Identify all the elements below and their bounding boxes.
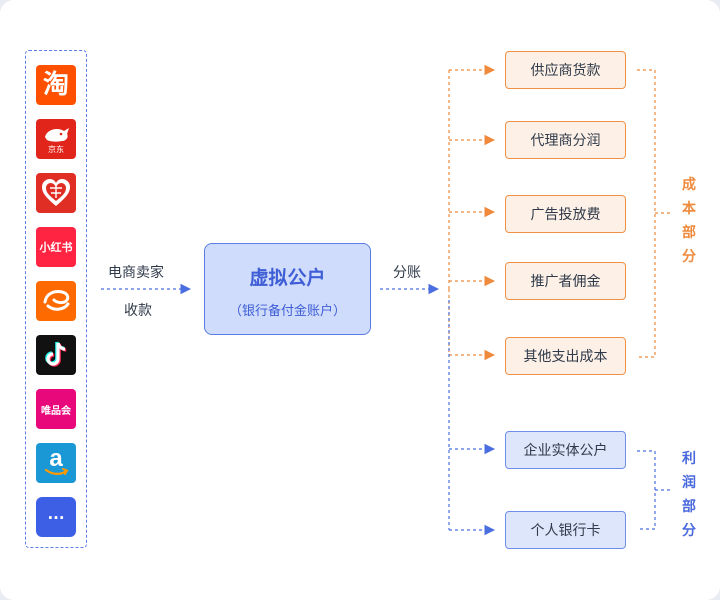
- amazon-logo: a: [36, 443, 76, 483]
- virtual-account-node: 虚拟公户 （银行备付金账户）: [204, 243, 371, 335]
- profit-node-corporate: 企业实体公户: [505, 431, 626, 469]
- cost-node-ads: 广告投放费: [505, 195, 626, 233]
- cost-node-supplier: 供应商货款: [505, 51, 626, 89]
- douyin-note-icon: [45, 341, 67, 367]
- cost-node-agent: 代理商分润: [505, 121, 626, 159]
- douyin-logo: [36, 335, 76, 375]
- pinduoduo-heart-icon: [42, 179, 70, 206]
- vipshop-logo: 唯品会: [36, 389, 76, 429]
- taobao-logo: 淘: [36, 65, 76, 105]
- collect-label-bottom: 收款: [124, 303, 152, 319]
- cost-node-promoter: 推广者佣金: [505, 262, 626, 300]
- profit-group-label: 利 润 部 分: [682, 451, 696, 539]
- pinduoduo-logo: [36, 173, 76, 213]
- virtual-account-title: 虚拟公户: [249, 267, 326, 289]
- amazon-smile-icon: [44, 468, 69, 475]
- virtual-account-subtitle: （银行备付金账户）: [228, 304, 346, 319]
- jd-dog-icon: [45, 128, 69, 142]
- cost-node-other: 其他支出成本: [505, 337, 626, 375]
- alibaba-smile-icon: [43, 290, 70, 311]
- jd-logo: 京东: [36, 119, 76, 159]
- collect-label-top: 电商卖家: [108, 265, 164, 281]
- bracket-cost: [637, 69, 671, 358]
- platform-list: [25, 50, 87, 548]
- alibaba-logo: [36, 281, 76, 321]
- bracket-profit: [637, 450, 671, 530]
- xiaohongshu-logo: 小红书: [36, 227, 76, 267]
- split-label: 分账: [393, 265, 421, 281]
- cost-group-label: 成 本 部 分: [682, 177, 696, 265]
- more-platforms-button[interactable]: ...: [36, 497, 76, 537]
- profit-node-personal: 个人银行卡: [505, 511, 626, 549]
